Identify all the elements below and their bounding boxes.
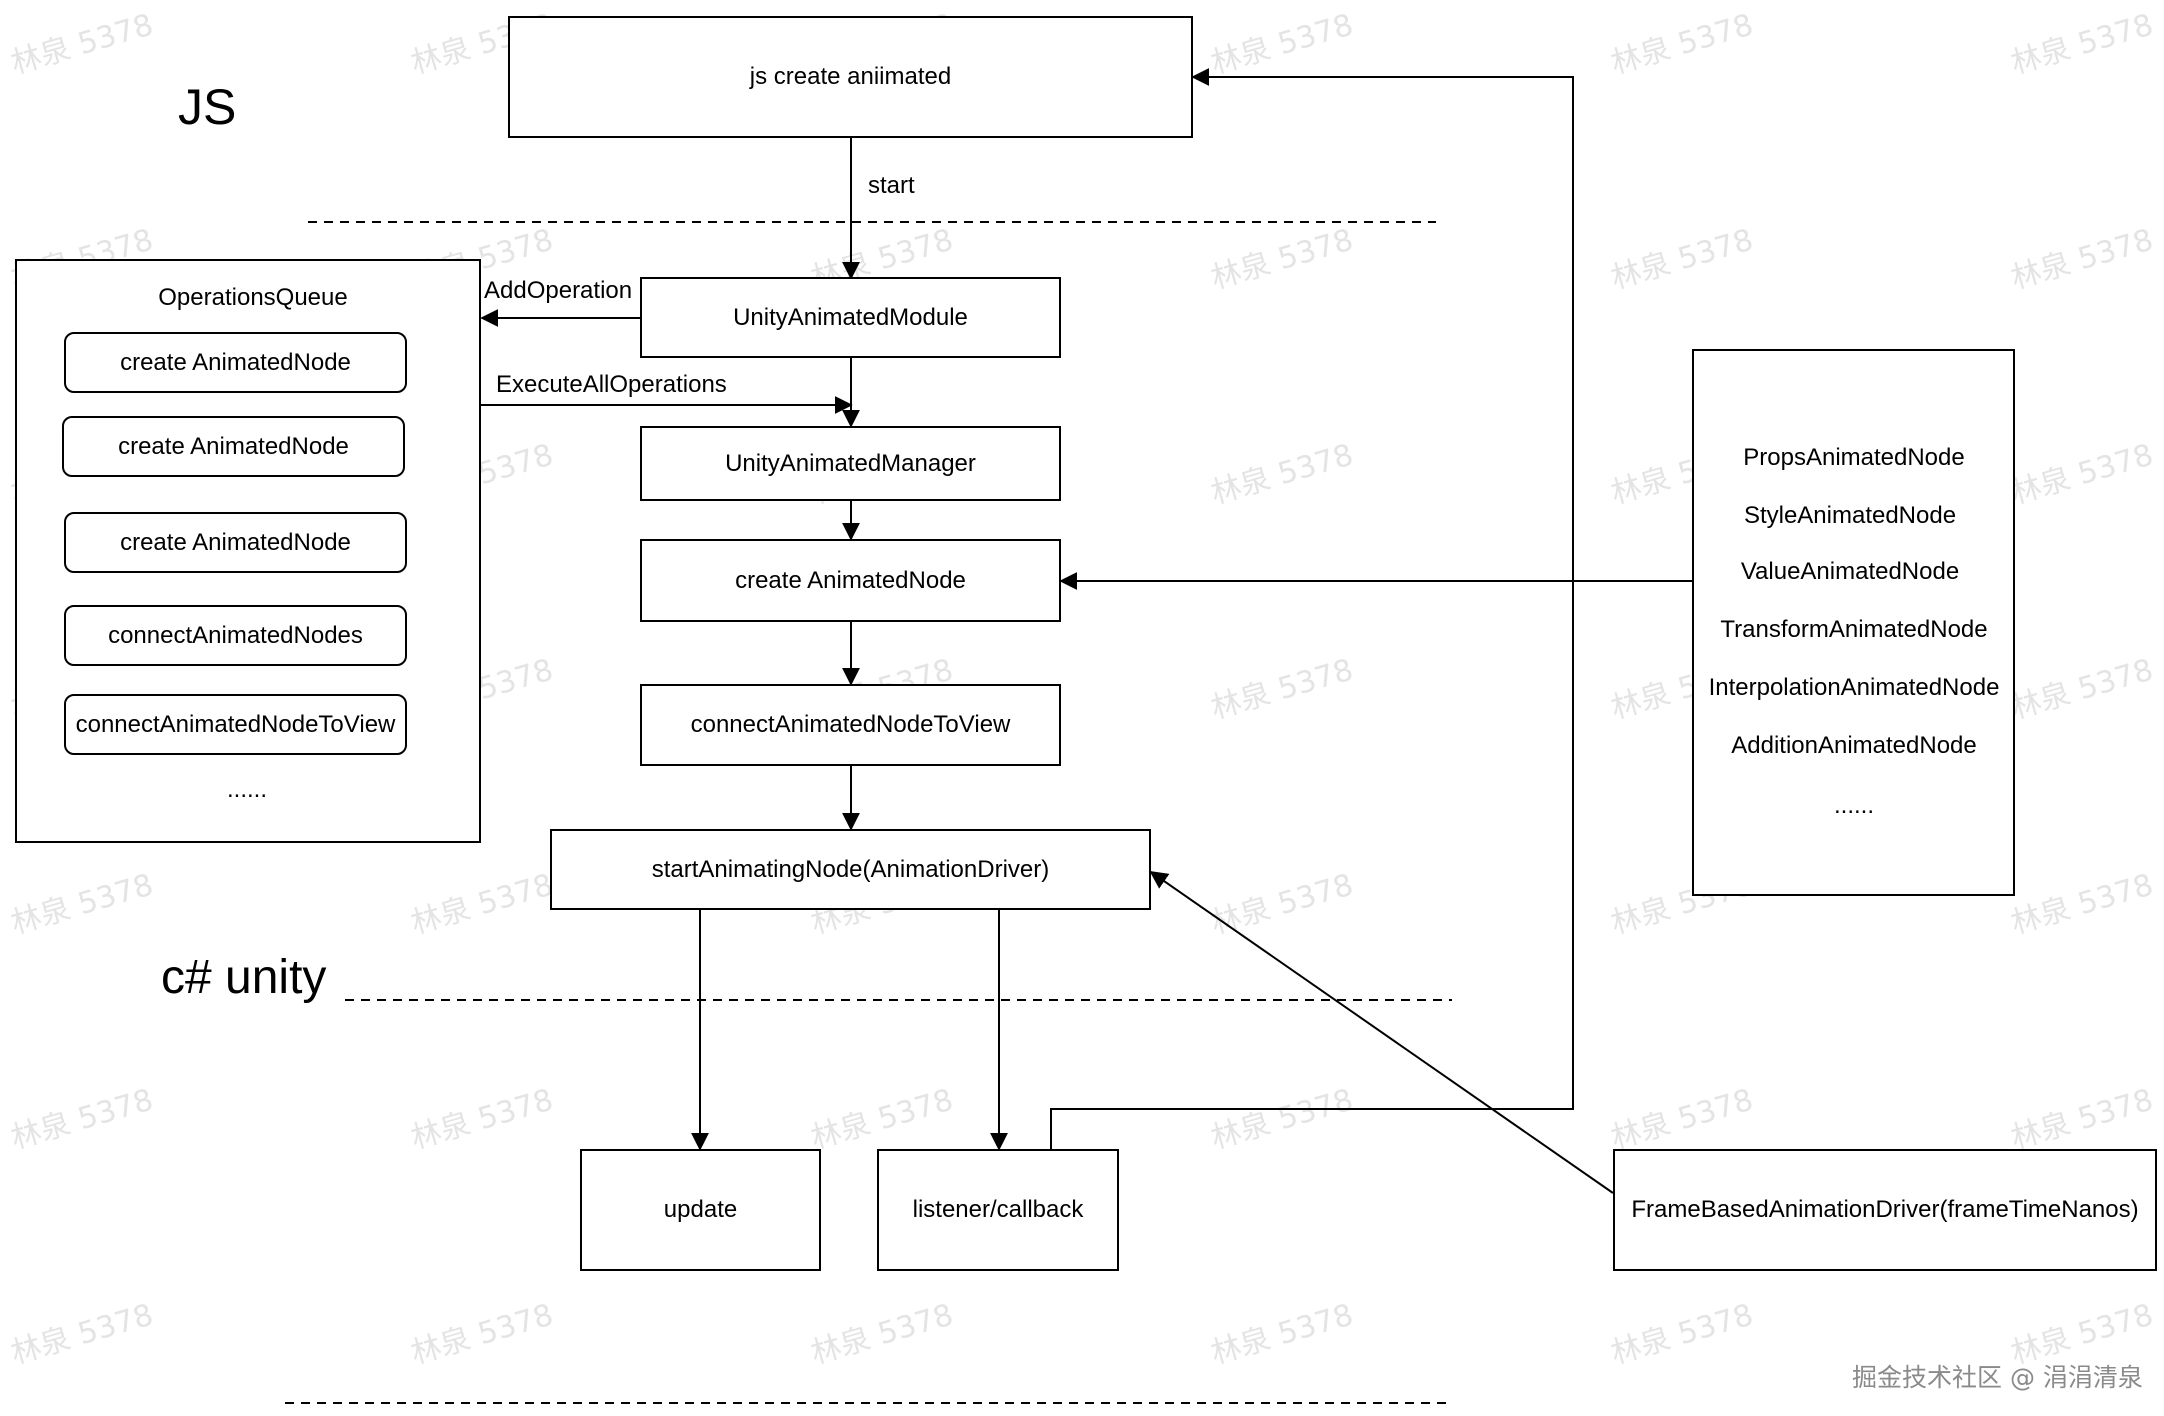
animated-node-types xyxy=(1692,349,2015,896)
start-label: start xyxy=(868,172,915,199)
node-type-transform: TransformAnimatedNode xyxy=(1720,616,1988,643)
arrow-callback-loop xyxy=(1050,68,1574,1149)
js-create-box: js create aniimated xyxy=(508,16,1193,138)
csharp-section-label: c# unity xyxy=(161,951,327,1004)
connect-animated-node-to-view: connectAnimatedNodeToView xyxy=(640,684,1061,766)
node-type-interpolation: InterpolationAnimatedNode xyxy=(1708,674,2000,701)
queue-more: ...... xyxy=(226,776,268,803)
node-types-more: ...... xyxy=(1833,792,1875,819)
operations-queue-title: OperationsQueue xyxy=(158,284,348,311)
queue-item-connect-view: connectAnimatedNodeToView xyxy=(64,694,407,755)
js-create-label: js create aniimated xyxy=(749,63,952,90)
unity-animated-manager: UnityAnimatedManager xyxy=(640,426,1061,501)
node-type-value: ValueAnimatedNode xyxy=(1740,558,1960,585)
queue-item-create-node-1: create AnimatedNode xyxy=(64,332,407,393)
node-type-style: StyleAnimatedNode xyxy=(1743,502,1957,529)
footer-credit: 掘金技术社区 @ 涓涓清泉 xyxy=(1852,1363,2143,1392)
js-section-label: JS xyxy=(178,79,237,135)
arrow-driver xyxy=(1149,870,1614,1194)
node-type-addition: AdditionAnimatedNode xyxy=(1731,732,1977,759)
queue-item-create-node-2: create AnimatedNode xyxy=(62,416,405,477)
add-operation-label: AddOperation xyxy=(484,277,633,304)
execute-all-label: ExecuteAllOperations xyxy=(496,371,727,398)
queue-item-connect-nodes: connectAnimatedNodes xyxy=(64,605,407,666)
queue-item-create-node-3: create AnimatedNode xyxy=(64,512,407,573)
start-animating-node: startAnimatingNode(AnimationDriver) xyxy=(550,829,1151,910)
unity-animated-module: UnityAnimatedModule xyxy=(640,277,1061,358)
node-type-props: PropsAnimatedNode xyxy=(1743,444,1965,471)
update-box: update xyxy=(580,1149,821,1271)
create-animated-node: create AnimatedNode xyxy=(640,539,1061,622)
listener-callback-box: listener/callback xyxy=(877,1149,1119,1271)
frame-based-animation-driver: FrameBasedAnimationDriver(frameTimeNanos… xyxy=(1613,1149,2157,1271)
